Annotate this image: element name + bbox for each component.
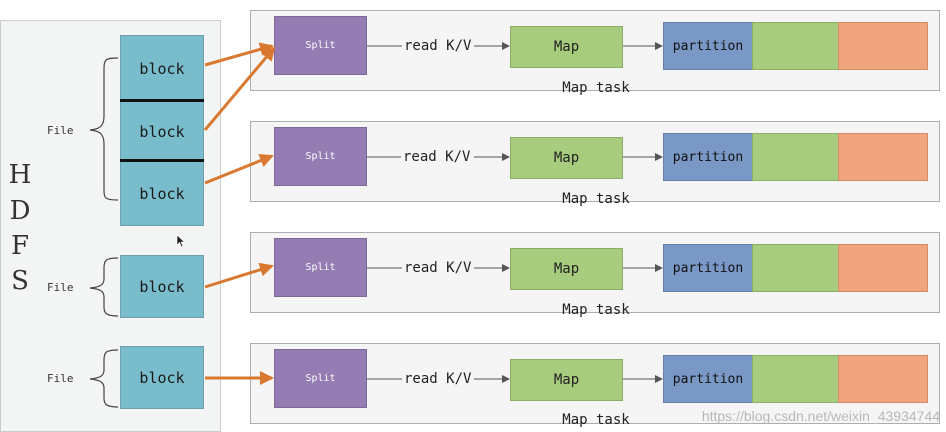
file1-block-2: block xyxy=(120,101,204,162)
partition-green-2 xyxy=(752,133,839,181)
partition-green-4 xyxy=(752,355,839,403)
file-label-1: File xyxy=(47,124,74,137)
file2-block-1: block xyxy=(120,255,204,318)
split-box-4: Split xyxy=(274,349,367,408)
file-label-3: File xyxy=(47,372,74,385)
partition-orange-4 xyxy=(838,355,928,403)
block-divider-1 xyxy=(120,99,204,102)
map-task-label-3: Map task xyxy=(562,302,630,318)
hdfs-letter-f: F xyxy=(10,231,30,261)
map-box-4: Map xyxy=(510,359,623,401)
split-box-3: Split xyxy=(274,238,367,297)
block-to-split-arrow-3 xyxy=(204,153,274,185)
split-box-1: Split xyxy=(274,16,367,75)
hdfs-letter-s: S xyxy=(11,266,29,296)
file1-block-1: block xyxy=(120,35,204,102)
file3-block-1: block xyxy=(120,346,204,409)
block-to-split-arrow-2 xyxy=(203,46,276,131)
hdfs-letter-d: D xyxy=(9,196,31,226)
block-divider-2 xyxy=(120,159,204,162)
map-task-label-2: Map task xyxy=(562,191,630,207)
split-box-2: Split xyxy=(274,127,367,186)
hdfs-letter-h: H xyxy=(8,160,32,190)
file1-block-3: block xyxy=(120,161,204,226)
map-box-1: Map xyxy=(510,26,623,68)
read-kv-label-2: read K/V xyxy=(403,149,471,165)
partition-orange-3 xyxy=(838,244,928,292)
partition-orange-1 xyxy=(838,22,928,70)
partition-box-4: partition xyxy=(663,355,753,403)
watermark: https://blog.csdn.net/weixin_43934744 xyxy=(701,408,940,424)
map-task-label-1: Map task xyxy=(562,80,630,96)
partition-box-2: partition xyxy=(663,133,753,181)
partition-box-1: partition xyxy=(663,22,753,70)
map-task-label-4: Map task xyxy=(562,412,630,428)
map-box-2: Map xyxy=(510,137,623,179)
block-to-split-arrow-4 xyxy=(204,262,274,289)
file-brace-2 xyxy=(89,257,119,317)
file-brace-3 xyxy=(89,349,119,408)
partition-green-3 xyxy=(752,244,839,292)
map-box-3: Map xyxy=(510,248,623,290)
mouse-cursor-icon xyxy=(176,234,186,248)
file-brace-1 xyxy=(89,57,119,201)
read-kv-label-1: read K/V xyxy=(404,38,472,54)
partition-green-1 xyxy=(752,22,839,70)
file-label-2: File xyxy=(47,281,74,294)
partition-orange-2 xyxy=(838,133,928,181)
read-kv-label-4: read K/V xyxy=(404,371,472,387)
partition-box-3: partition xyxy=(663,244,753,292)
read-kv-label-3: read K/V xyxy=(404,260,472,276)
block-to-split-arrow-1 xyxy=(204,42,274,67)
